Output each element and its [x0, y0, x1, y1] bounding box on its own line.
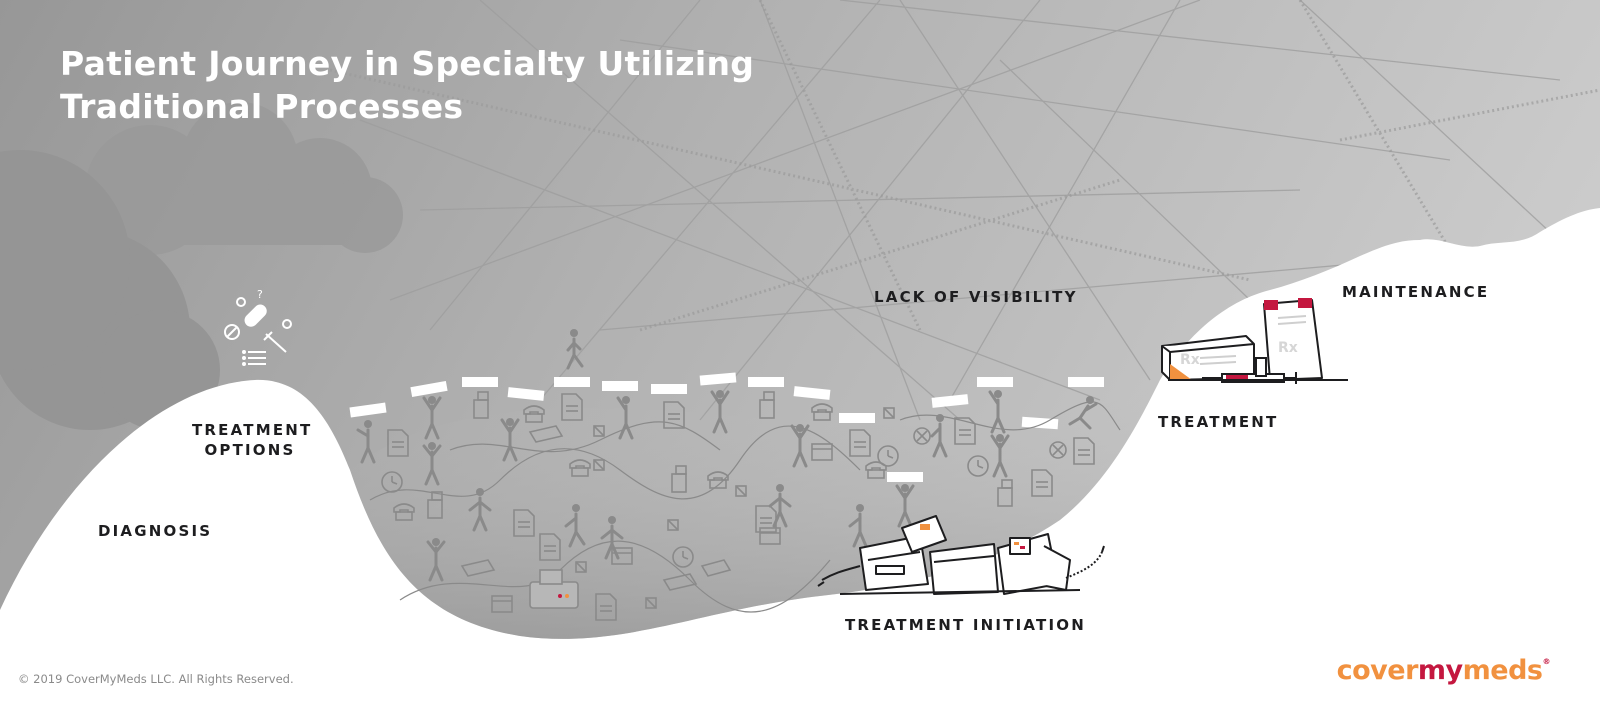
syringe-icon	[1168, 357, 1348, 384]
covermymeds-logo: covermymeds®	[1336, 655, 1551, 686]
person-figure	[990, 434, 1010, 478]
person-figure	[616, 396, 634, 440]
phone-icon	[393, 503, 415, 521]
phone-icon	[569, 459, 591, 477]
fax-icon	[427, 491, 443, 519]
rx-box-glyph: Rx	[1180, 352, 1200, 368]
phone-icon	[865, 461, 887, 479]
prescription-pad-icon	[1263, 298, 1323, 381]
small-x-box-icon	[883, 407, 895, 419]
small-x-box-icon	[667, 519, 679, 531]
small-x-box-icon	[645, 597, 657, 609]
stage-label-treatment: TREATMENT	[1158, 413, 1279, 431]
page-title-line-2: Traditional Processes	[60, 87, 464, 126]
person-figure	[895, 484, 915, 528]
fax-machine-icon	[529, 569, 579, 609]
page-title: Patient Journey in Specialty Utilizing T…	[60, 42, 754, 128]
phone-icon	[523, 405, 545, 423]
document-icon	[954, 417, 976, 445]
journey-terrain	[0, 208, 1600, 719]
person-figure	[564, 504, 586, 548]
logo-part-meds: meds	[1462, 655, 1543, 686]
treatment-options-icons	[224, 297, 292, 366]
person-figure	[500, 418, 520, 462]
stage-label-treatment-options: TREATMENT OPTIONS	[192, 421, 313, 459]
document-icon	[595, 593, 617, 621]
clock-icon	[967, 455, 989, 477]
logo-part-cover: cover	[1336, 655, 1419, 686]
small-x-box-icon	[735, 485, 747, 497]
broken-equipment-pile	[817, 515, 1105, 595]
calendar-icon	[811, 443, 833, 461]
person-figure	[468, 488, 492, 532]
paper-stack-icon	[528, 425, 564, 443]
clock-icon	[877, 445, 899, 467]
clutter-icons	[369, 391, 1121, 621]
stage-label-maintenance: MAINTENANCE	[1342, 283, 1490, 301]
document-icon	[513, 509, 535, 537]
person-figure	[426, 538, 446, 582]
cancel-circle-icon	[913, 427, 931, 445]
left-cloud	[0, 150, 220, 430]
person-figure	[422, 442, 442, 486]
stepping-planks	[349, 372, 1104, 482]
paper-stack-icon	[700, 559, 732, 577]
copyright-notice: © 2019 CoverMyMeds LLC. All Rights Reser…	[18, 672, 294, 686]
person-figure	[422, 396, 442, 440]
fax-icon	[671, 465, 687, 493]
document-icon	[849, 429, 871, 457]
document-icon	[1073, 437, 1095, 465]
small-x-box-icon	[575, 561, 587, 573]
page-title-line-1: Patient Journey in Specialty Utilizing	[60, 44, 755, 83]
person-figure	[600, 516, 624, 560]
fax-icon	[759, 391, 775, 419]
fax-icon	[473, 391, 489, 419]
registered-mark: ®	[1542, 657, 1551, 666]
question-mark-icon: ?	[257, 288, 263, 301]
calendar-icon	[491, 595, 513, 613]
rx-pad-glyph: Rx	[1278, 340, 1298, 356]
document-icon	[561, 393, 583, 421]
document-icon	[663, 401, 685, 429]
tangled-string	[369, 401, 1121, 613]
document-icon	[387, 429, 409, 457]
person-figure	[790, 424, 810, 468]
paper-stack-icon	[662, 573, 698, 591]
phone-icon	[811, 403, 833, 421]
phone-icon	[707, 471, 729, 489]
cancel-circle-icon	[1049, 441, 1067, 459]
person-figure	[710, 390, 730, 434]
stage-label-treatment-options-line-1: TREATMENT	[192, 421, 313, 439]
person-figure	[768, 484, 792, 528]
stage-label-treatment-options-line-2: OPTIONS	[204, 441, 296, 459]
small-x-box-icon	[593, 459, 605, 471]
document-icon	[539, 533, 561, 561]
clock-icon	[381, 471, 403, 493]
dotted-paths	[329, 0, 1600, 332]
fax-icon	[997, 479, 1013, 507]
person-figure	[848, 504, 868, 548]
stage-label-diagnosis: DIAGNOSIS	[98, 522, 213, 540]
walking-person-figure	[566, 329, 584, 370]
stage-label-treatment-initiation: TREATMENT INITIATION	[845, 616, 1086, 634]
stage-label-lack-of-visibility: LACK OF VISIBILITY	[874, 288, 1078, 306]
logo-part-my: my	[1417, 655, 1463, 686]
clock-icon	[672, 546, 694, 568]
tangled-lines	[359, 0, 1581, 421]
person-figure	[356, 420, 376, 464]
small-x-box-icon	[593, 425, 605, 437]
document-icon	[1031, 469, 1053, 497]
calendar-icon	[759, 527, 781, 545]
document-icon	[755, 505, 777, 533]
paper-stack-icon	[460, 559, 496, 577]
people-figures	[356, 329, 1098, 582]
calendar-icon	[611, 547, 633, 565]
medicine-box-icon	[1161, 335, 1255, 381]
